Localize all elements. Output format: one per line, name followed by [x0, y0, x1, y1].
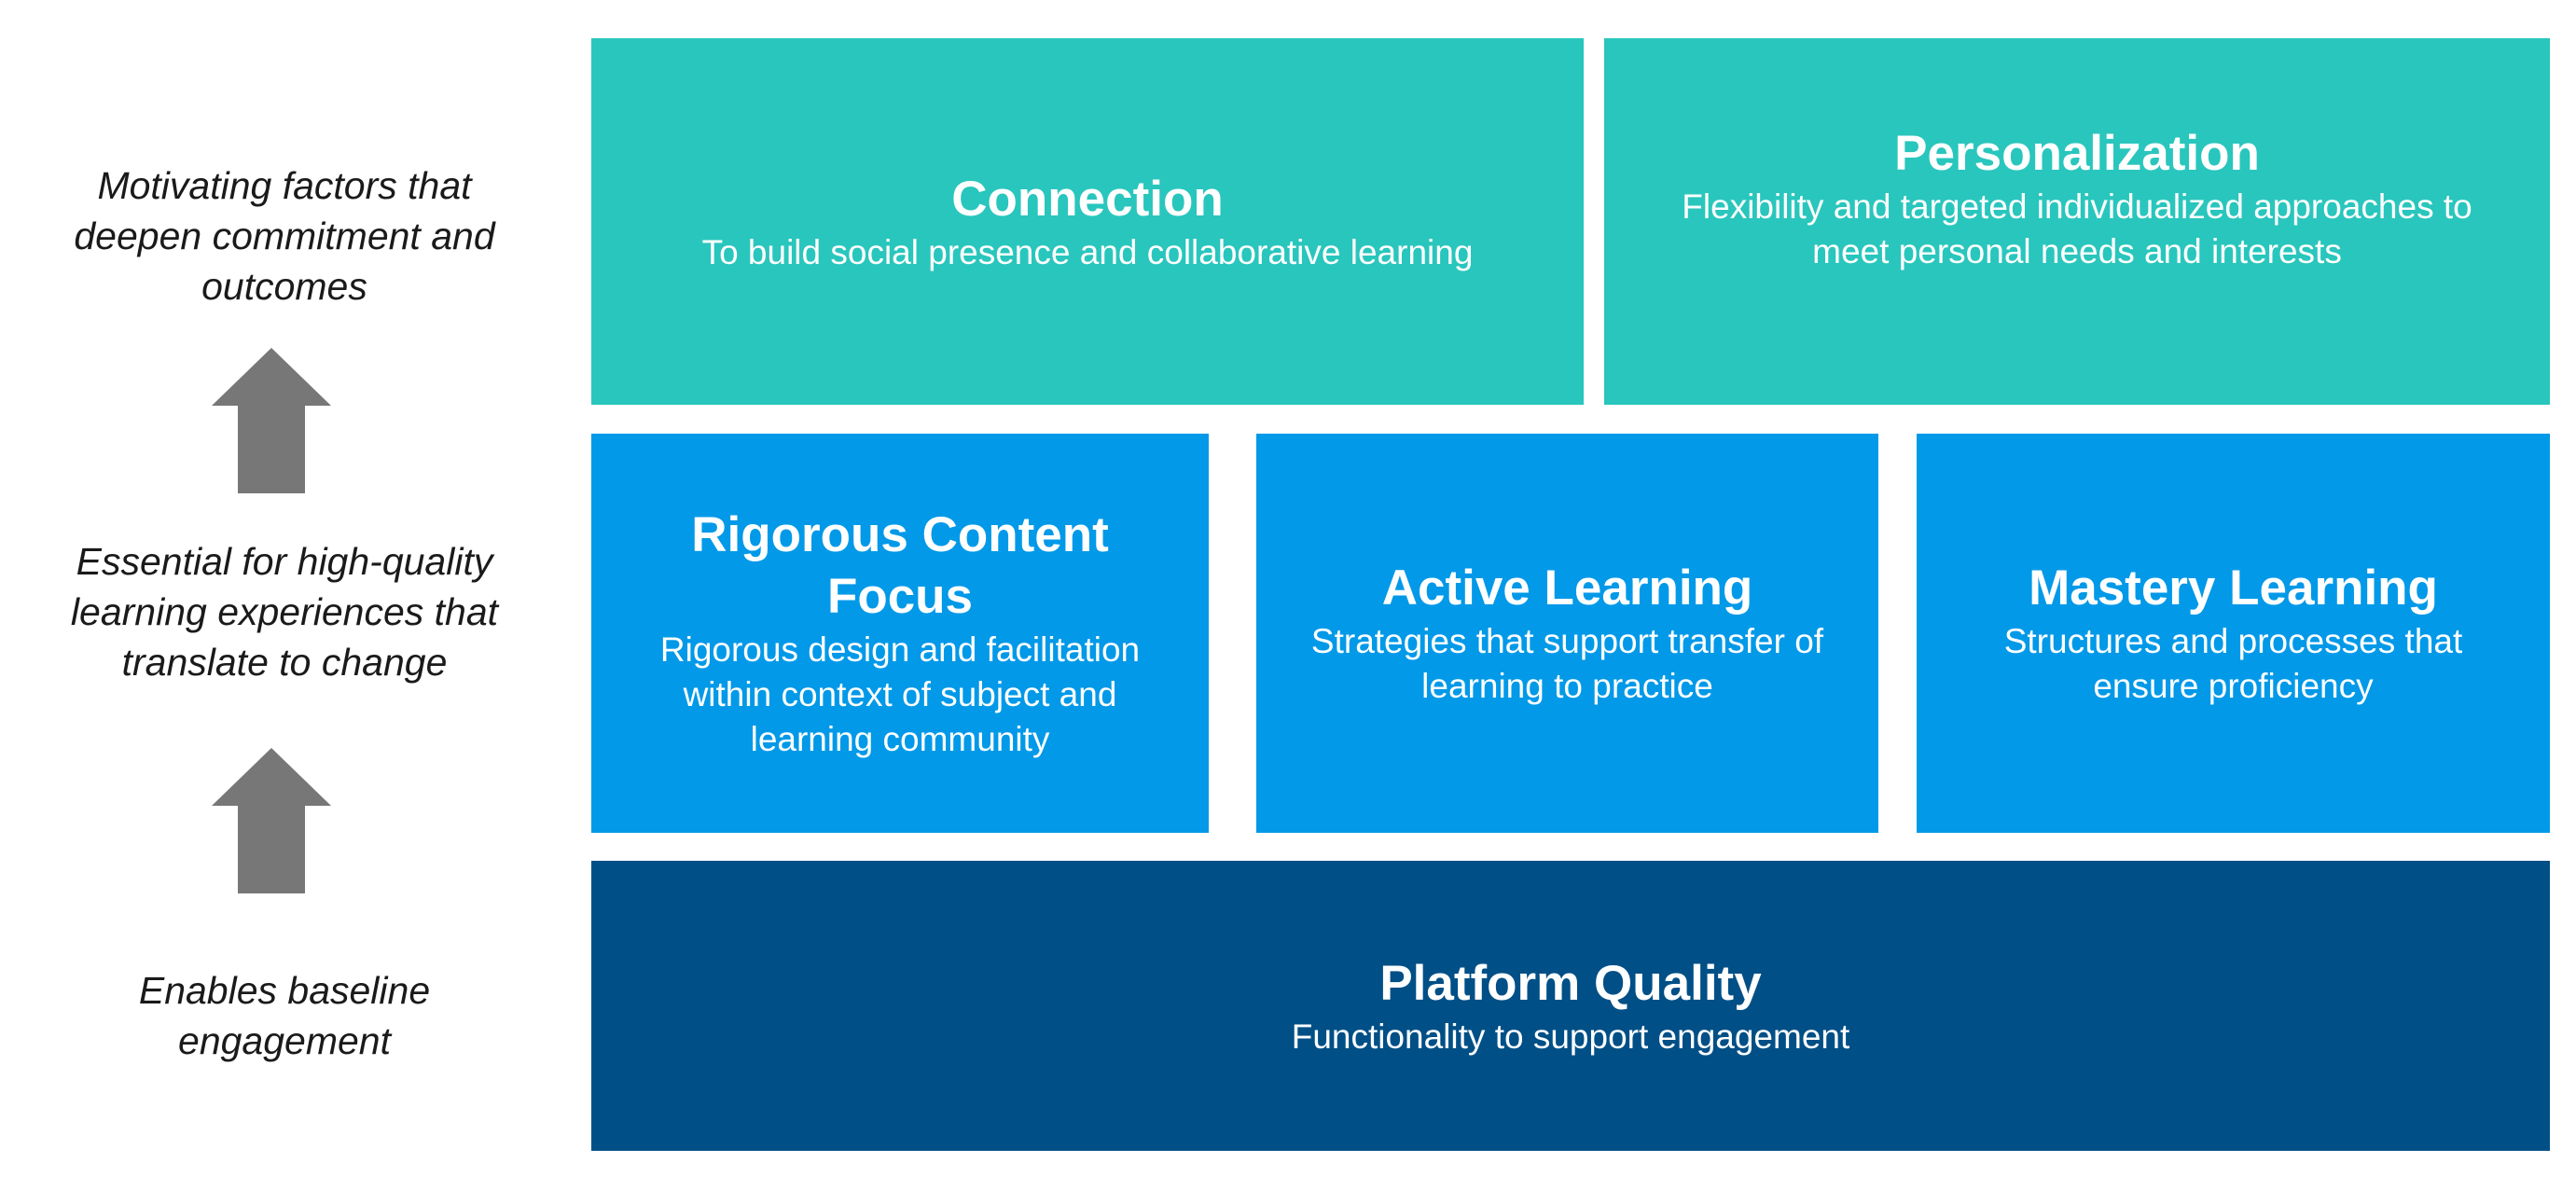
box-description: Rigorous design and facilitation within …	[659, 630, 1141, 758]
arrow-up-icon	[212, 748, 331, 893]
box-platform-quality: Platform Quality Functionality to suppor…	[591, 861, 2550, 1151]
box-title: Mastery Learning	[2029, 560, 2438, 616]
box-connection: Connection To build social presence and …	[591, 38, 1584, 405]
box-description: To build social presence and collaborati…	[701, 232, 1474, 271]
side-label-motivating: Motivating factors that deepen commitmen…	[74, 164, 495, 308]
side-label-essential: Essential for high-quality learning expe…	[70, 540, 499, 684]
box-description: Strategies that support transfer of lear…	[1310, 622, 1824, 705]
box-active-learning: Active Learning Strategies that support …	[1256, 434, 1878, 833]
box-rigorous-content-focus: Rigorous Content Focus Rigorous design a…	[591, 434, 1209, 833]
box-title: Rigorous Content Focus	[691, 507, 1109, 624]
arrow-up-icon	[212, 348, 331, 493]
box-title: Personalization	[1894, 125, 2260, 181]
box-title: Platform Quality	[1379, 955, 1762, 1011]
box-mastery-learning: Mastery Learning Structures and processe…	[1917, 434, 2550, 833]
box-title: Connection	[951, 171, 1224, 227]
box-description: Functionality to support engagement	[1291, 1017, 1850, 1056]
box-description: Flexibility and targeted individualized …	[1682, 187, 2472, 270]
box-description: Structures and processes that ensure pro…	[2003, 622, 2463, 705]
box-title: Active Learning	[1381, 560, 1753, 616]
box-personalization: Personalization Flexibility and targeted…	[1604, 38, 2550, 405]
side-label-baseline: Enables baseline engagement	[138, 969, 431, 1062]
